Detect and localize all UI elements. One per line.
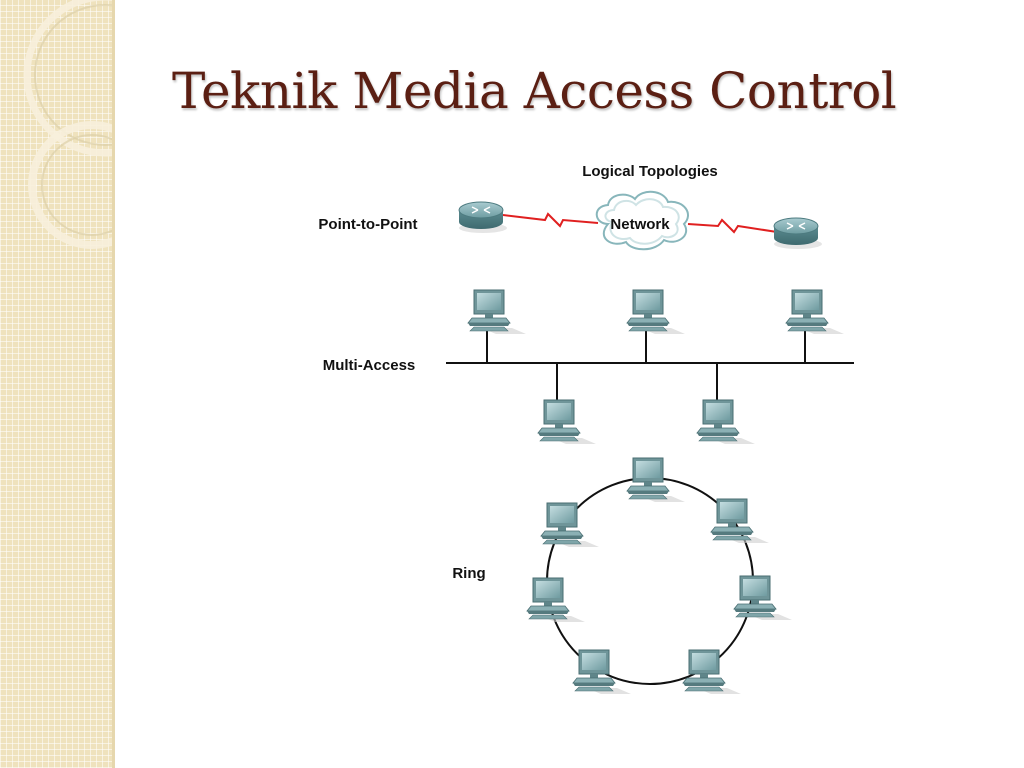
router-icon [773,217,823,250]
cloud-label: Network [610,216,670,233]
ring-label: Ring [452,565,485,582]
computer-icon [696,399,756,445]
computer-icon [540,502,600,548]
router-icon [458,201,508,234]
serial-link-icon [687,218,778,234]
computer-icon [467,289,527,335]
computer-icon [733,575,793,621]
computer-icon [682,649,742,695]
computer-icon [526,577,586,623]
diagram-heading: Logical Topologies [582,163,718,180]
computer-icon [710,498,770,544]
serial-link-icon [502,212,599,228]
computer-icon [626,289,686,335]
sidebar-edge [112,0,115,768]
cloud-icon [595,190,689,251]
computer-icon [537,399,597,445]
computer-icon [785,289,845,335]
computer-icon [626,457,686,503]
point-to-point-label: Point-to-Point [318,216,417,233]
decorative-circles [23,0,112,249]
computer-icon [572,649,632,695]
multi-access-label: Multi-Access [323,357,416,374]
sidebar-decoration [0,0,112,768]
slide-title: Teknik Media Access Control [172,62,897,120]
